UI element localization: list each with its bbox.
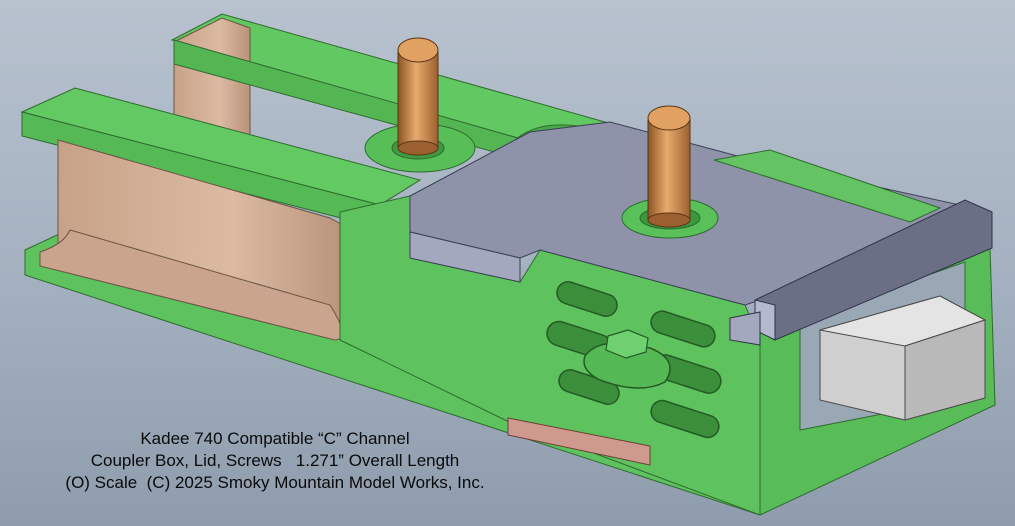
latch-tab: [583, 329, 671, 389]
caption-line-1: Kadee 740 Compatible “C” Channel: [140, 429, 410, 448]
screw-rear: [397, 37, 439, 156]
caption-line-2: Coupler Box, Lid, Screws 1.271” Overall …: [90, 451, 460, 470]
side-slots: [546, 281, 722, 439]
screw-front: [647, 105, 691, 228]
caption: Kadee 740 Compatible “C” Channel Coupler…: [30, 428, 520, 494]
caption-line-3: (O) Scale (C) 2025 Smoky Mountain Model …: [65, 473, 485, 492]
coupler-shank: [819, 295, 987, 421]
